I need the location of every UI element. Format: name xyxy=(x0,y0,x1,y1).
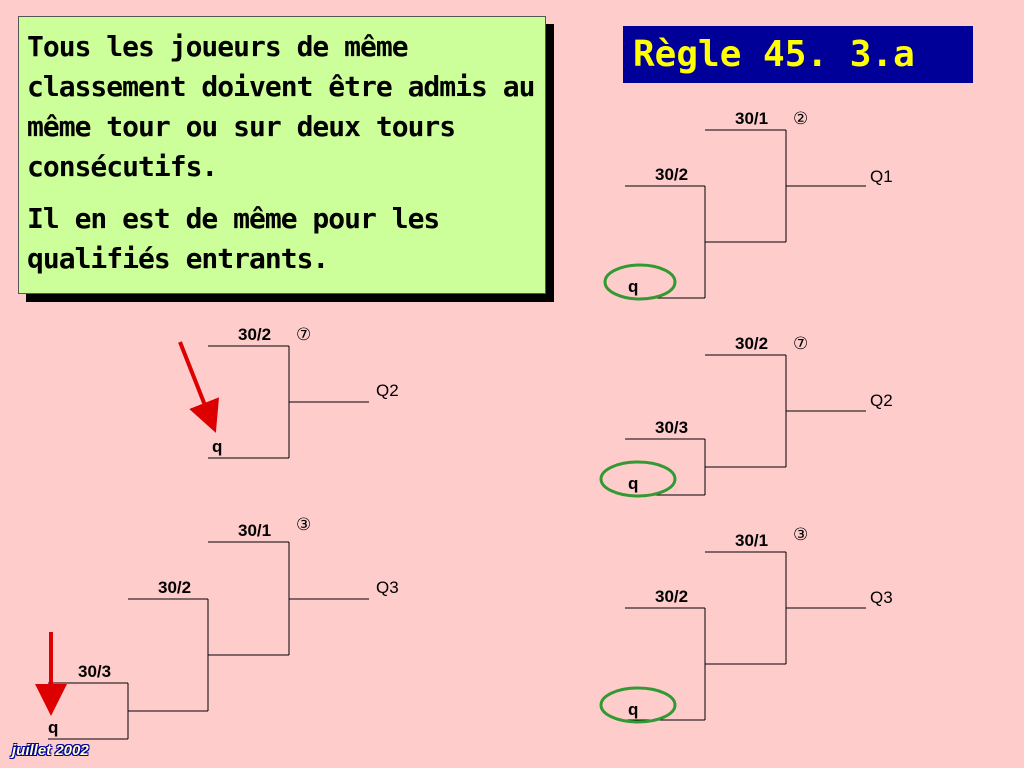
right-bottom-label-middle: 30/2 xyxy=(655,587,688,606)
right-mid-label-top: 30/2 xyxy=(735,334,768,353)
slide-title: Règle 45. 3.a xyxy=(633,34,915,75)
left-bottom-circle-number: ③ xyxy=(296,515,311,534)
right-bottom-label-top: 30/1 xyxy=(735,531,768,550)
right-mid-result: Q2 xyxy=(870,391,893,410)
right-top-highlight-circle xyxy=(603,263,677,301)
right-bottom-circle-number: ③ xyxy=(793,525,808,544)
title-box: Règle 45. 3.a xyxy=(623,26,973,83)
right-top-label-middle: 30/2 xyxy=(655,165,688,184)
footer-date: juillet 2002 xyxy=(12,742,89,759)
bracket-left-top xyxy=(208,345,369,459)
bracket-left-bottom xyxy=(48,541,369,740)
right-mid-highlight-circle xyxy=(599,460,677,498)
right-bottom-highlight-circle xyxy=(599,686,677,724)
left-top-circle-number: ⑦ xyxy=(296,325,311,344)
left-top-result: Q2 xyxy=(376,381,399,400)
right-mid-label-q: q xyxy=(628,474,638,493)
right-mid-label-middle: 30/3 xyxy=(655,418,688,437)
left-bottom-label-q: q xyxy=(48,718,58,737)
right-bottom-result: Q3 xyxy=(870,588,893,607)
left-bottom-label-lower: 30/3 xyxy=(78,662,111,681)
left-top-label-top: 30/2 xyxy=(238,325,271,344)
left-bottom-label-top: 30/1 xyxy=(238,521,271,540)
right-top-label-top: 30/1 xyxy=(735,109,768,128)
left-bottom-label-middle: 30/2 xyxy=(158,578,191,597)
bracket-right-bottom xyxy=(625,551,866,721)
right-mid-circle-number: ⑦ xyxy=(793,334,808,353)
left-top-label-q: q xyxy=(212,437,222,456)
right-bottom-label-q: q xyxy=(628,700,638,719)
left-bottom-result: Q3 xyxy=(376,578,399,597)
rule-paragraph-2: Il en est de même pour les qualifiés ent… xyxy=(27,202,440,275)
right-top-result: Q1 xyxy=(870,167,893,186)
bracket-right-top xyxy=(625,129,866,299)
left-top-red-arrow xyxy=(178,341,220,433)
right-top-circle-number: ② xyxy=(793,109,808,128)
right-top-label-q: q xyxy=(628,277,638,296)
rule-text-box: Tous les joueurs de même classement doiv… xyxy=(18,16,546,294)
rule-paragraph-1: Tous les joueurs de même classement doiv… xyxy=(27,30,535,183)
